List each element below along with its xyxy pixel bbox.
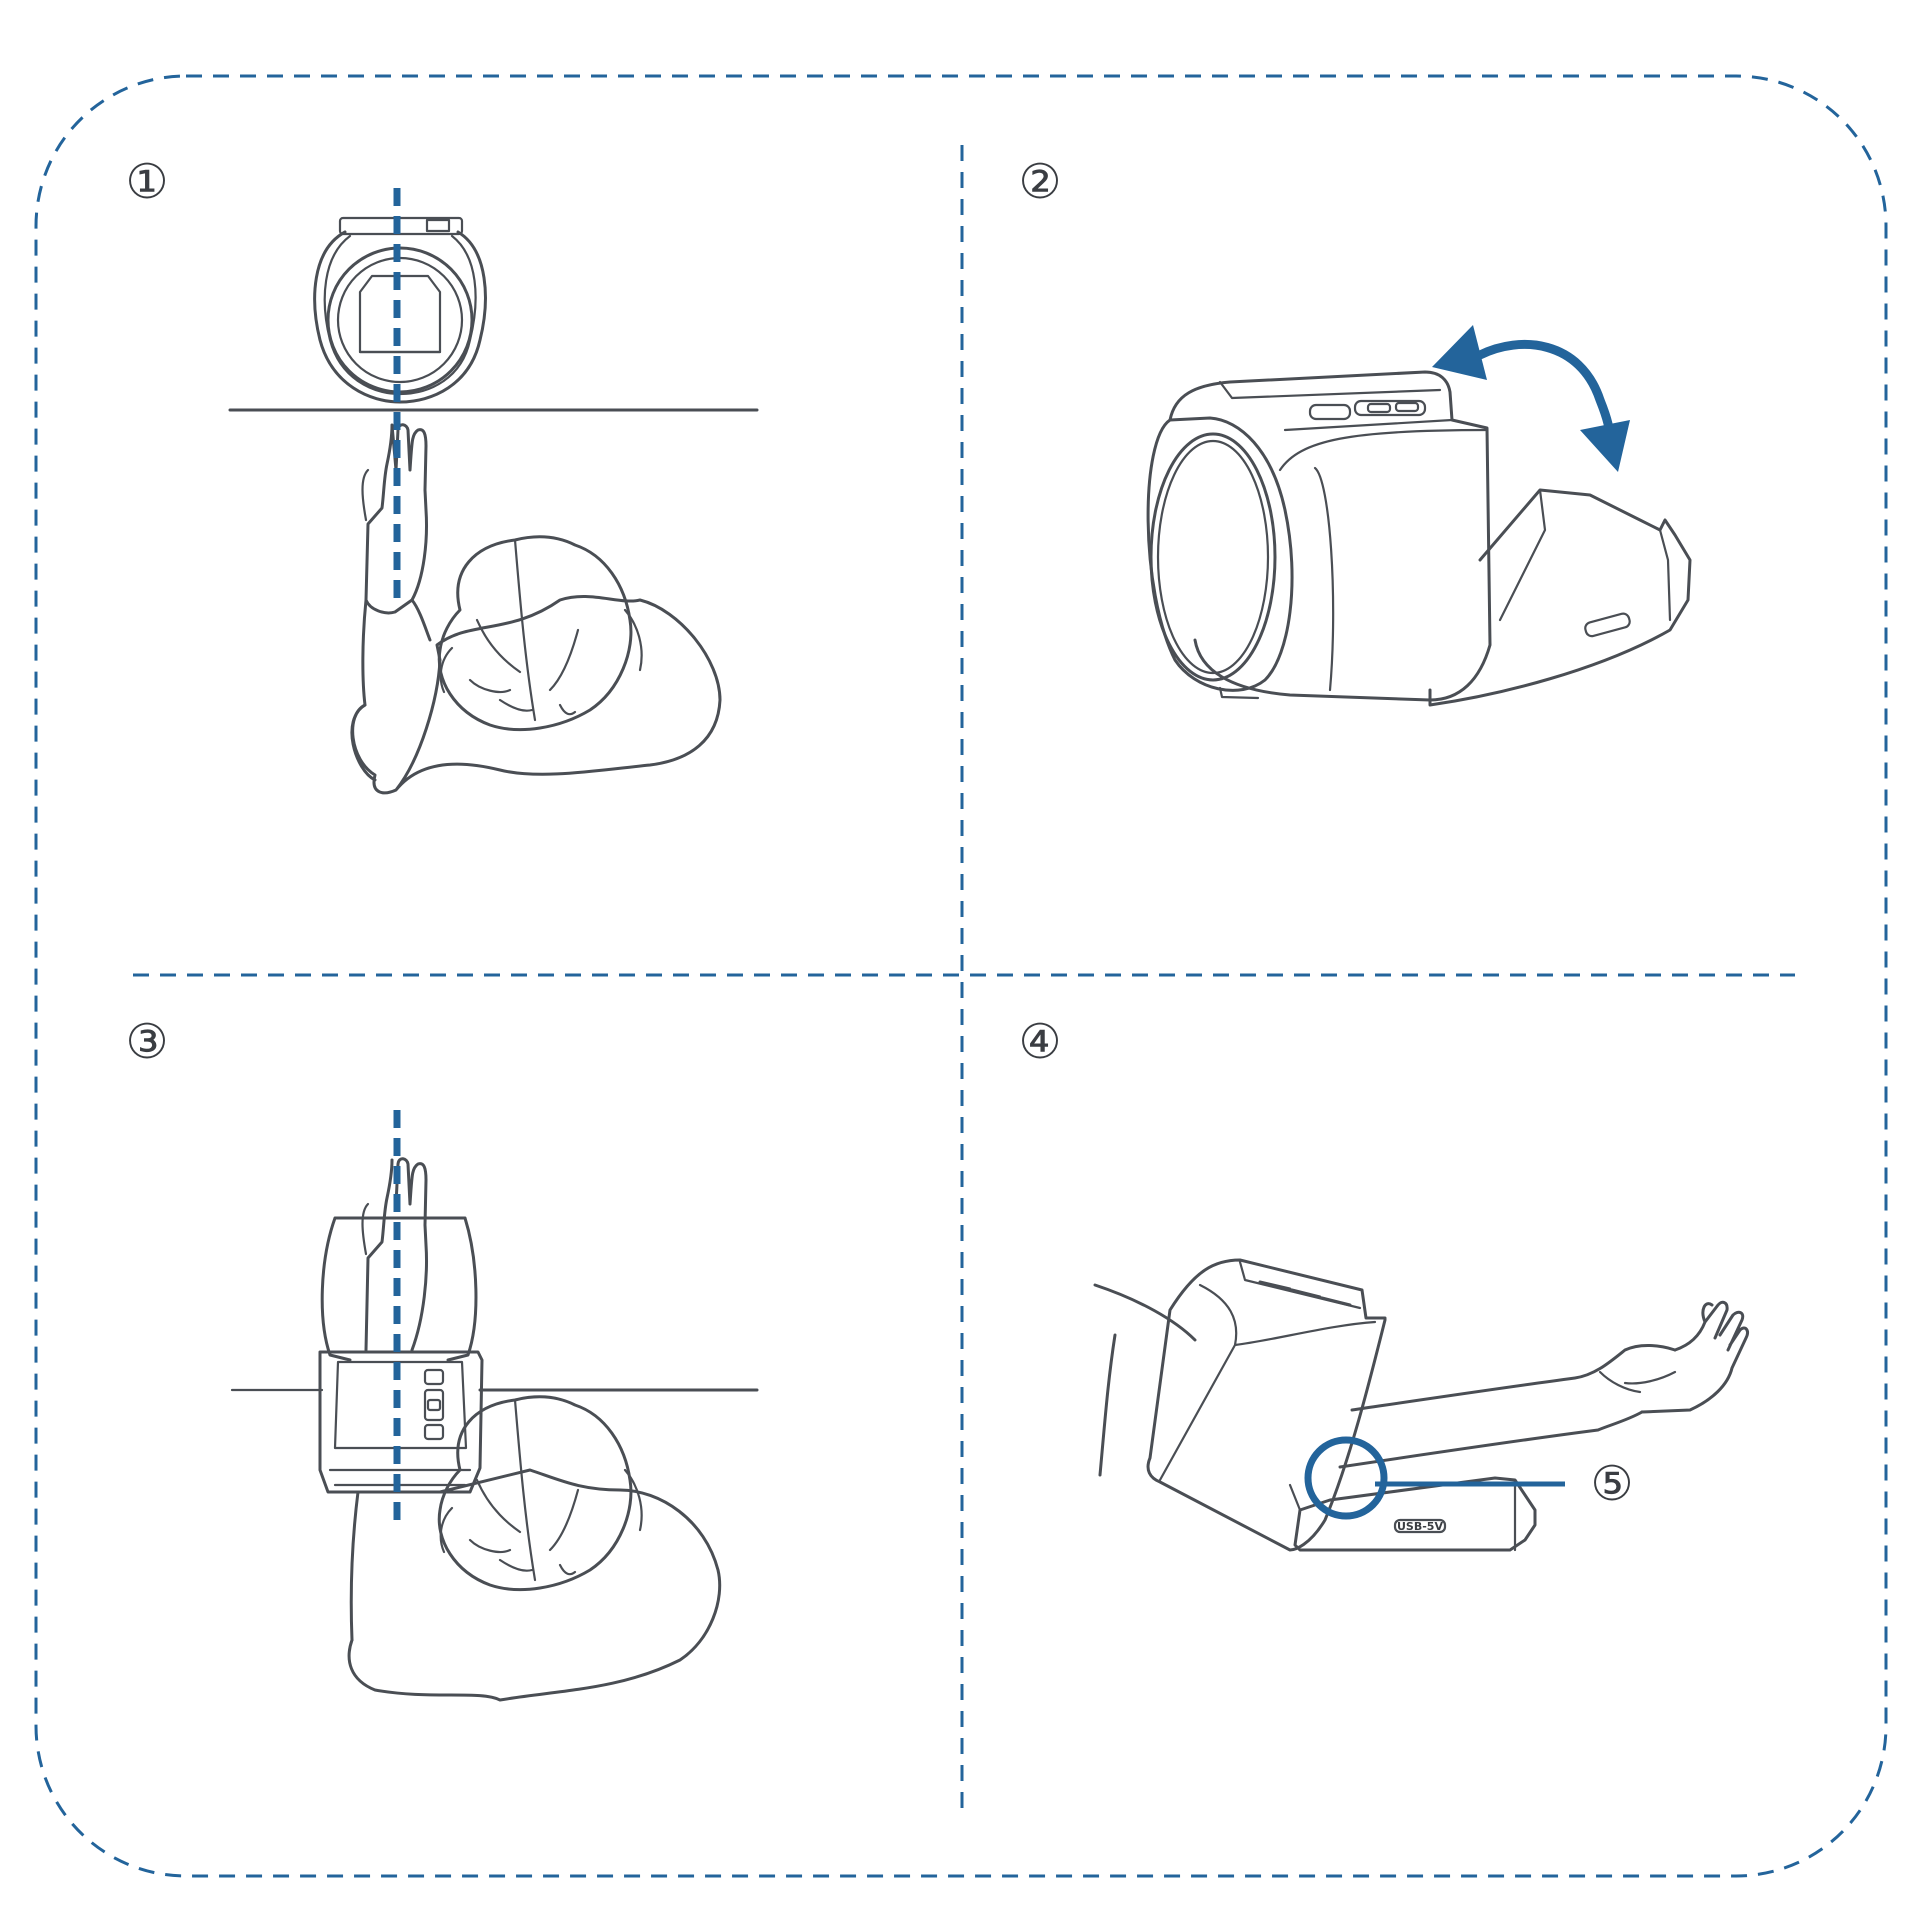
open-hand	[1640, 1300, 1749, 1414]
upper-arm	[1093, 1283, 1197, 1477]
step-2-illustration	[1146, 325, 1692, 707]
torso-3	[347, 1468, 722, 1702]
raised-hand	[364, 423, 428, 615]
cuff-front-ring	[1146, 416, 1294, 692]
step-3-illustration	[230, 1110, 759, 1702]
step-4-label: ④	[1018, 1014, 1061, 1070]
callout-label: ⑤	[1590, 1456, 1633, 1512]
forearm	[1338, 1344, 1677, 1469]
cuff-wrap	[320, 1216, 478, 1362]
step-1-label: ①	[125, 154, 168, 210]
step-3-label: ③	[125, 1014, 168, 1070]
step-1-illustration	[228, 188, 759, 795]
base-port	[1584, 612, 1631, 638]
monitor-device-front	[318, 1350, 484, 1494]
usb-port-text: USB-5V	[1397, 1520, 1443, 1533]
device-body-4	[1146, 1258, 1387, 1552]
device-base	[1428, 488, 1692, 707]
head-1	[437, 535, 633, 732]
device-body	[1168, 370, 1492, 702]
rotation-arrow-icon	[1432, 325, 1630, 472]
torso-1	[351, 595, 722, 795]
step-2-label: ②	[1018, 154, 1061, 210]
outer-dashed-frame	[34, 74, 1888, 1878]
raised-hand-3	[364, 1157, 428, 1352]
callout-circle	[1304, 1436, 1388, 1520]
step-4-illustration: USB-5V ⑤	[1093, 1258, 1749, 1552]
usb-port-label: USB-5V	[1393, 1518, 1447, 1534]
